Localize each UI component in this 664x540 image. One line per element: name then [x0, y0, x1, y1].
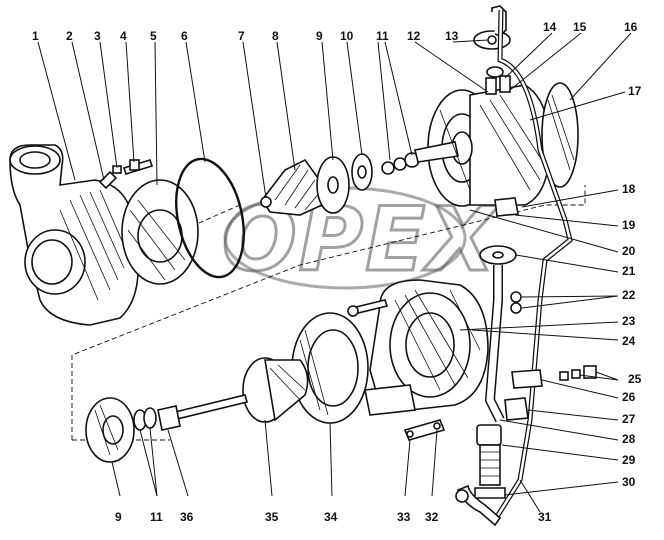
callout-16: 16	[624, 20, 638, 34]
callout-21: 21	[622, 264, 636, 278]
callout-25: 25	[628, 372, 642, 386]
callout-13: 13	[445, 29, 459, 43]
callout-28: 28	[622, 432, 636, 446]
callout-5: 5	[150, 29, 157, 43]
callout-33: 33	[397, 510, 411, 524]
callout-19: 19	[622, 218, 636, 232]
callout-9: 9	[316, 29, 323, 43]
callout-11-lower: 11	[150, 510, 163, 524]
oil-hose	[455, 424, 506, 527]
callout-9-lower: 9	[115, 510, 122, 524]
seal-washers	[316, 152, 420, 214]
turbine-housing	[347, 279, 489, 416]
callout-2: 2	[66, 29, 73, 43]
turbine-wheel-shaft	[174, 357, 309, 423]
callout-11: 11	[376, 29, 389, 43]
callout-4: 4	[120, 29, 127, 43]
callout-18: 18	[622, 182, 636, 196]
locking-plate	[403, 419, 446, 441]
leader-lines	[37, 32, 632, 513]
callout-7: 7	[238, 29, 245, 43]
callout-31: 31	[538, 510, 552, 524]
callout-29: 29	[622, 453, 636, 467]
compressor-housing	[9, 144, 139, 326]
callout-1: 1	[32, 29, 39, 43]
callout-27: 27	[622, 412, 636, 426]
callout-26: 26	[622, 390, 636, 404]
callout-32: 32	[425, 510, 439, 524]
callout-14: 14	[543, 20, 557, 34]
callout-30: 30	[622, 475, 636, 489]
callout-23: 23	[622, 314, 636, 328]
callout-34: 34	[324, 510, 338, 524]
callout-17: 17	[628, 84, 642, 98]
callout-12: 12	[407, 29, 421, 43]
callout-6: 6	[181, 29, 188, 43]
callout-8: 8	[272, 29, 279, 43]
o-ring	[175, 157, 245, 279]
callout-15: 15	[573, 20, 587, 34]
callout-20: 20	[622, 244, 636, 258]
callout-3: 3	[94, 29, 101, 43]
oil-feed-pipe	[473, 5, 573, 522]
bearing-set	[85, 397, 181, 463]
diffuser-plate	[121, 179, 199, 285]
callout-22: 22	[622, 288, 636, 302]
oil-drain-assembly	[479, 245, 597, 423]
bearing-housing	[414, 75, 579, 217]
callout-36: 36	[180, 510, 194, 524]
callout-24: 24	[622, 334, 636, 348]
callout-35: 35	[265, 510, 279, 524]
callout-labels: 1 2 3 4 5 6 7 8 9 10 11 12 13 14 15 16 1…	[32, 20, 642, 524]
callout-10: 10	[340, 29, 354, 43]
